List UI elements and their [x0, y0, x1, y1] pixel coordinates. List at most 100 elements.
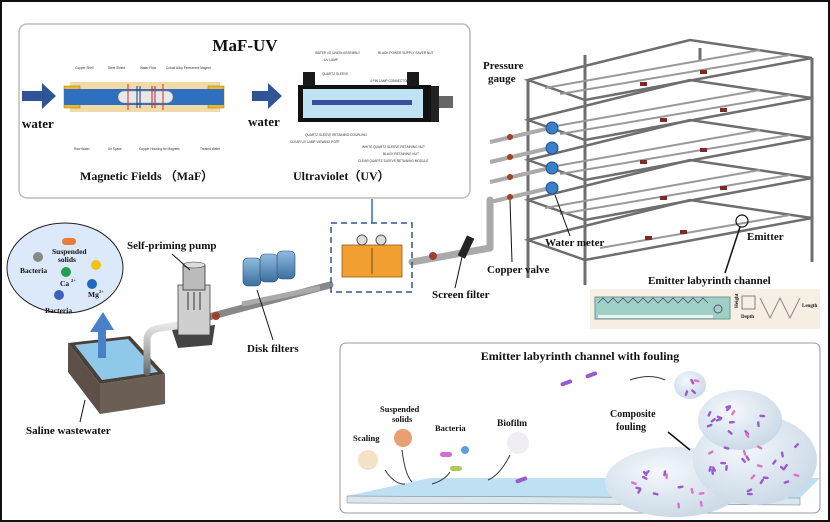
bacterium	[756, 445, 763, 450]
valve-icon	[212, 312, 220, 320]
free-bacterium	[585, 371, 598, 379]
fouling-title: Emitter labyrinth channel with fouling	[481, 349, 679, 363]
free-bacterium	[560, 379, 573, 387]
bacterium	[759, 478, 764, 485]
uv-part-label: WHITE QUARTZ SLEEVE RETAINING NUT	[362, 145, 425, 149]
maf-part-label: Water Flow	[140, 66, 157, 70]
bacterium	[677, 485, 684, 489]
suspended-solid-particles	[394, 429, 412, 447]
bacterium	[744, 430, 750, 436]
saline-wastewater-label: Saline wastewater	[26, 425, 111, 437]
uv-part-label: BLACK RETAINING NUT	[383, 152, 419, 156]
maf-uv-title: MaF-UV	[212, 36, 278, 55]
biofilm-label: Biofilm	[497, 419, 527, 429]
bacterium	[641, 475, 648, 480]
valve-icon	[429, 252, 437, 260]
pipeline	[143, 196, 494, 376]
irrigation-rack	[486, 38, 814, 285]
self-priming-pump-label: Self-priming pump	[127, 240, 217, 252]
bacterium	[690, 487, 694, 494]
uv-part-label: QUARTZ SLEEVE	[322, 72, 348, 76]
composite-fouling-label: fouling	[616, 422, 646, 433]
composite-fouling-label: Composite	[610, 409, 656, 420]
ca-charge: 2+	[71, 278, 76, 283]
disk-filters-label: Disk filters	[247, 343, 299, 355]
labyrinth-channel-inset: Height Depth Length	[590, 289, 820, 329]
bacterium	[637, 488, 642, 494]
bacterium	[727, 430, 733, 435]
uv-sterilizer	[298, 72, 453, 122]
bacterium	[711, 469, 715, 475]
depth-label: Depth	[741, 315, 754, 320]
bacteria-icon	[450, 466, 462, 471]
magnetic-field-device	[63, 82, 225, 112]
uv-part-label: CLEAR UV LAMP VIEWING PORT	[290, 140, 340, 144]
height-label: Height	[735, 293, 740, 308]
bubble-suspended-label: Suspended	[52, 247, 87, 256]
bacterium	[750, 474, 756, 480]
self-priming-pump	[172, 261, 215, 348]
scaling-particles	[358, 450, 378, 470]
bacterium	[746, 488, 753, 493]
maf-part-label: Treated Water	[200, 147, 221, 151]
uv-part-label: CLEAR QUARTZ SLEEVE RETAINING MODULE	[358, 159, 428, 163]
bacterium	[690, 378, 695, 385]
bacteria-icon	[461, 446, 469, 454]
bacterium	[707, 450, 714, 455]
pump-pointer	[171, 253, 191, 271]
emitter-pointer	[724, 226, 741, 274]
bacterium	[652, 492, 659, 496]
bacterium	[725, 464, 728, 471]
bacterium	[731, 410, 736, 416]
bacteria-label: Bacteria	[435, 423, 466, 433]
maf-uv-unit	[341, 234, 403, 278]
maf-part-label: Cobalt Alloy Permanent Magnet	[166, 66, 211, 70]
bacterium	[762, 476, 769, 480]
bubble-bacteria-label: Bacteria	[45, 306, 72, 315]
length-label: Length	[802, 304, 818, 309]
fouling-panel: Emitter labyrinth channel with fouling S…	[339, 342, 821, 517]
bacterium	[756, 464, 763, 468]
bacterium	[759, 414, 766, 418]
bacterium	[663, 470, 667, 477]
uv-part-label: QUARTZ SLEEVE RETAINING COUPLING	[305, 133, 367, 137]
bacterium	[706, 423, 713, 428]
bacterium	[723, 446, 730, 450]
biofilm-icon	[507, 432, 529, 454]
screen-filter-label: Screen filter	[432, 289, 490, 301]
mg-charge: 2+	[99, 289, 104, 294]
suspended-solids-label: solids	[392, 414, 413, 424]
bacterium	[698, 492, 705, 495]
maf-part-label: Steel Shield	[108, 66, 125, 70]
up-arrow-icon	[90, 312, 114, 358]
bacterium	[725, 406, 731, 412]
maf-part-label: Air Space	[108, 147, 122, 151]
bacterium	[725, 405, 732, 409]
water-mid-label: water	[248, 114, 280, 129]
bacterium	[691, 389, 697, 395]
contaminant-bubble: Suspended solids Bacteria Ca 2+ Mg 2+ Ba…	[6, 222, 124, 315]
bacterium	[741, 457, 746, 463]
bacterium	[742, 449, 747, 456]
maf-part-label: Raw Water	[74, 147, 91, 151]
bacterium	[794, 443, 800, 449]
mg-label: Mg	[88, 290, 99, 299]
free-bacterium	[515, 476, 528, 484]
wastewater-tank	[68, 336, 165, 414]
bacterium	[746, 492, 753, 496]
bacterium	[779, 465, 785, 471]
ca-label: Ca	[60, 279, 69, 288]
bacterium	[715, 417, 722, 422]
bacterium	[677, 502, 681, 509]
screen-filter	[457, 235, 475, 259]
maf-uv-panel: MaF-UV water Copper Shell Steel Shield W…	[18, 23, 471, 199]
disk-filters	[241, 250, 321, 307]
tank-pointer	[79, 399, 86, 423]
bacterium	[631, 481, 637, 485]
uv-caption: Ultraviolet（UV）	[293, 168, 390, 183]
emitter-label: Emitter	[747, 231, 784, 243]
suspended-solids-label: Suspended	[380, 404, 419, 414]
pressure-gauge-label: gauge	[488, 73, 516, 85]
bubble-bacteria-label: Bacteria	[20, 266, 47, 275]
